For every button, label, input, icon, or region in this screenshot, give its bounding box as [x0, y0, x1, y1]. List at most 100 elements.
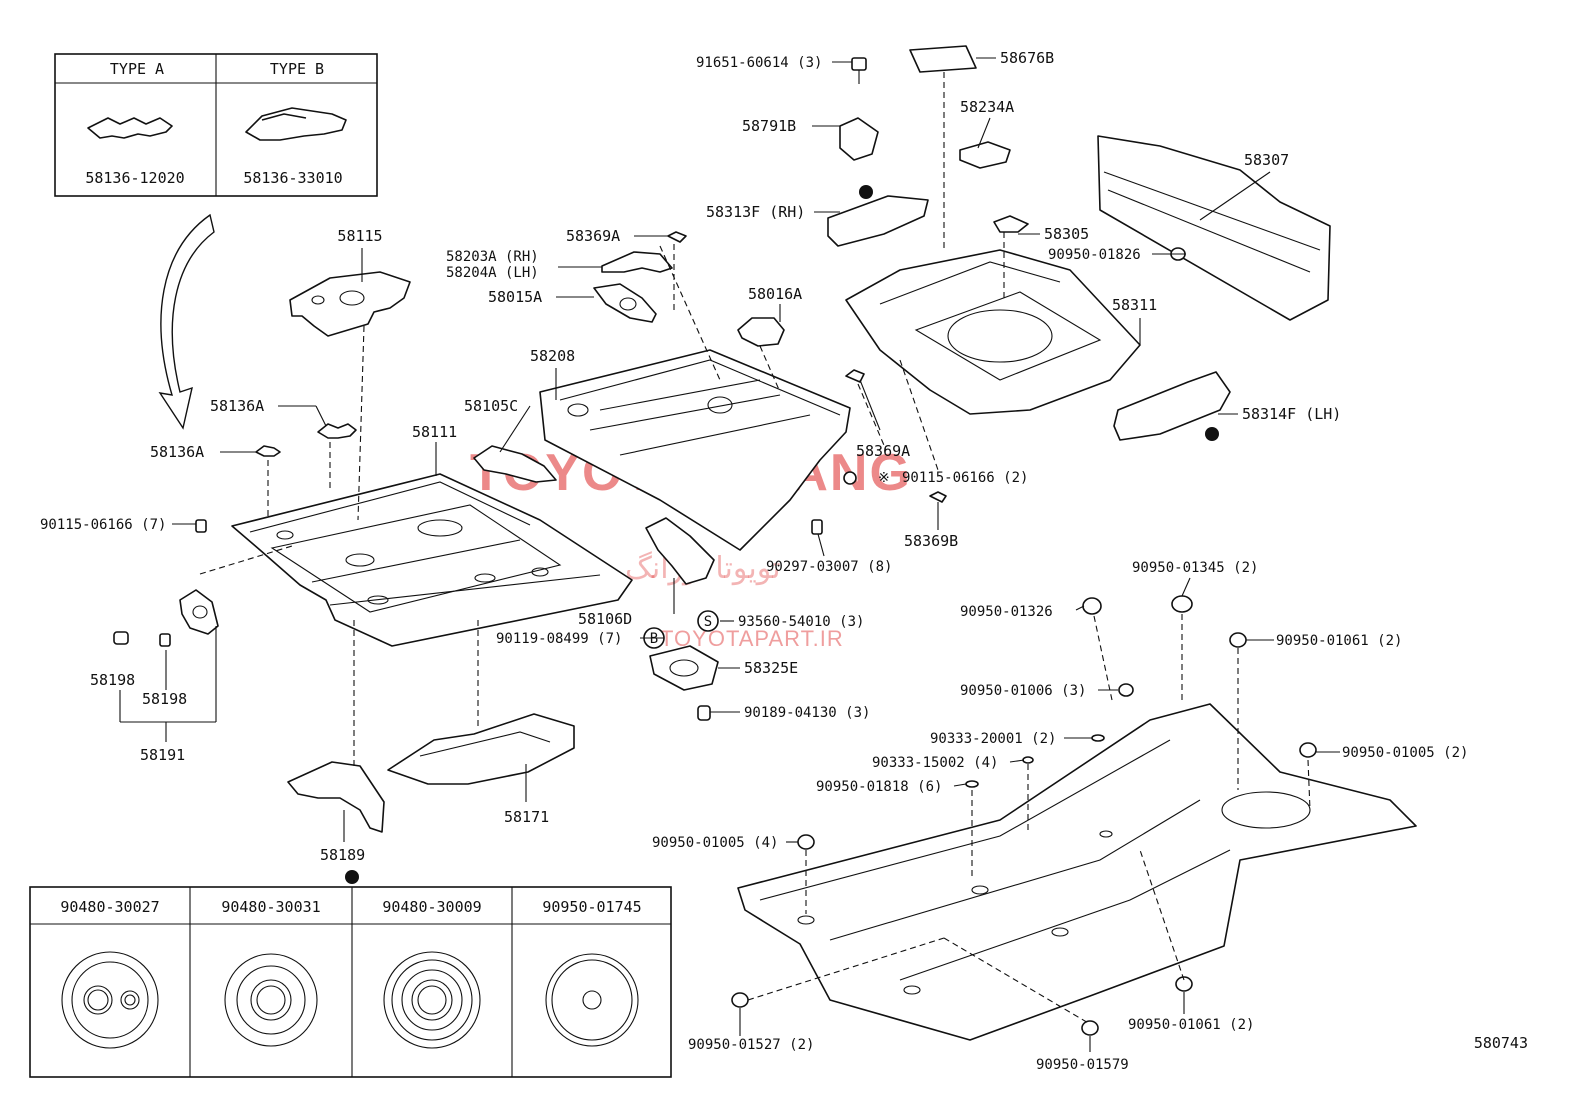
- label-58208: 58208: [530, 347, 575, 365]
- label-90950-01005-left: 90950-01005 (4): [652, 835, 778, 851]
- label-58325e: 58325E: [744, 659, 798, 677]
- clip-58369b: [929, 491, 947, 503]
- spare-tire-well-58311: [845, 249, 1141, 415]
- label-58369b: 58369B: [904, 532, 958, 550]
- s-symbol-icon: [697, 610, 719, 632]
- bracket-58106d: [645, 517, 715, 585]
- type-b-bracket-drawing: [245, 107, 347, 141]
- front-floor-pan-58111: [231, 473, 633, 647]
- label-90115-06166-7: 90115-06166 (7): [40, 517, 166, 533]
- type-b-part-number: 58136-33010: [243, 169, 342, 187]
- label-90950-01005-right: 90950-01005 (2): [1342, 745, 1468, 761]
- label-58198-left: 58198: [90, 671, 135, 689]
- bolt-90115-06166-pair: [843, 471, 857, 485]
- label-58136a-lower: 58136A: [150, 443, 204, 461]
- label-58015a: 58015A: [488, 288, 542, 306]
- clip-58369a-right: [845, 369, 865, 383]
- bolt-58198-left: [113, 631, 129, 645]
- grommet-drawing-3: [383, 951, 481, 1049]
- type-a-header: TYPE A: [110, 60, 164, 78]
- grommet-drawing-1: [61, 951, 159, 1049]
- label-58016a: 58016A: [748, 285, 802, 303]
- label-90297: 90297-03007 (8): [766, 559, 892, 575]
- label-90189: 90189-04130 (3): [744, 705, 870, 721]
- bolt-90115-06166: [195, 519, 207, 533]
- label-90950-01326: 90950-01326: [960, 604, 1053, 620]
- pad-58325e: [649, 645, 719, 691]
- grommet-table: 90480-30027 90480-30031 90480-30009 9095…: [29, 886, 672, 1078]
- b-symbol: B: [650, 631, 658, 647]
- label-93560: 93560-54010 (3): [738, 614, 864, 630]
- bracket-58136a-lower: [255, 445, 281, 457]
- label-58676b: 58676B: [1000, 49, 1054, 67]
- marker-dot-right: [1205, 427, 1219, 441]
- reinforcement-58115: [289, 271, 411, 337]
- assembly-lines: [199, 72, 1311, 1025]
- label-58313f: 58313F (RH): [706, 203, 805, 221]
- label-90950-01527: 90950-01527 (2): [688, 1037, 814, 1053]
- marker-dot-grommets: [345, 870, 359, 884]
- label-58204a: 58204A (LH): [446, 265, 539, 281]
- bracket-58203a: [601, 251, 673, 273]
- bracket-58189: [287, 761, 385, 833]
- grommet-drawing-4: [545, 953, 639, 1047]
- label-90115-06166-2: 90115-06166 (2): [902, 470, 1028, 486]
- label-58189: 58189: [320, 846, 365, 864]
- label-90119: 90119-08499 (7): [496, 631, 622, 647]
- grommet-header-2: 90480-30031: [221, 898, 320, 916]
- grommet-drawing-2: [224, 953, 318, 1047]
- s-symbol: S: [704, 614, 712, 630]
- bracket-58234a: [959, 141, 1011, 169]
- label-58307: 58307: [1244, 151, 1289, 169]
- label-90950-01579: 90950-01579: [1036, 1057, 1129, 1073]
- x-symbol: ※: [878, 470, 890, 486]
- label-58115: 58115: [337, 227, 382, 245]
- label-90950-01061-lower: 90950-01061 (2): [1128, 1017, 1254, 1033]
- grommet-header-4: 90950-01745: [542, 898, 641, 916]
- label-90333-20001: 90333-20001 (2): [930, 731, 1056, 747]
- type-a-part-number: 58136-12020: [85, 169, 184, 187]
- leader-lines: [119, 57, 1340, 1052]
- label-58191: 58191: [140, 746, 185, 764]
- label-58105c: 58105C: [464, 397, 518, 415]
- label-90333-15002: 90333-15002 (4): [872, 755, 998, 771]
- label-58111: 58111: [412, 423, 457, 441]
- pad-58016a: [737, 317, 785, 347]
- type-table: TYPE A TYPE B 58136-12020 58136-33010: [54, 53, 378, 197]
- tunnel-58171: [387, 713, 575, 785]
- label-90950-01818: 90950-01818 (6): [816, 779, 942, 795]
- label-58203a: 58203A (RH): [446, 249, 539, 265]
- bracket-58136a-upper: [317, 423, 357, 439]
- label-58136a-upper: 58136A: [210, 397, 264, 415]
- extension-58314f: [1113, 371, 1231, 441]
- bracket-58791b: [839, 117, 879, 161]
- bolt-91651: [851, 57, 867, 71]
- label-58234a: 58234A: [960, 98, 1014, 116]
- bolt-90297: [811, 519, 823, 535]
- clip-58369a-upper: [667, 231, 687, 243]
- underbody-floor: [737, 703, 1417, 1041]
- center-floor-58208: [539, 349, 851, 551]
- bolt-90189: [697, 705, 711, 721]
- back-panel-58307: [1097, 135, 1331, 321]
- extension-58313f: [827, 195, 929, 247]
- curved-arrow-icon: [158, 213, 215, 430]
- bracket-58305: [993, 215, 1029, 233]
- label-58369a-right: 58369A: [856, 442, 910, 460]
- bolt-58198-right: [159, 633, 171, 647]
- bracket-58015a: [593, 283, 657, 323]
- label-58305: 58305: [1044, 225, 1089, 243]
- pad-58676b: [909, 45, 977, 73]
- label-90950-01061-upper: 90950-01061 (2): [1276, 633, 1402, 649]
- grommet-header-1: 90480-30027: [60, 898, 159, 916]
- label-58106d: 58106D: [578, 610, 632, 628]
- type-a-bracket-drawing: [87, 117, 173, 139]
- diagram-number: 580743: [1474, 1034, 1528, 1052]
- label-58791b: 58791B: [742, 117, 796, 135]
- type-b-header: TYPE B: [270, 60, 324, 78]
- label-58311: 58311: [1112, 296, 1157, 314]
- label-58198-right: 58198: [142, 690, 187, 708]
- label-90950-01345: 90950-01345 (2): [1132, 560, 1258, 576]
- label-90950-01826: 90950-01826: [1048, 247, 1141, 263]
